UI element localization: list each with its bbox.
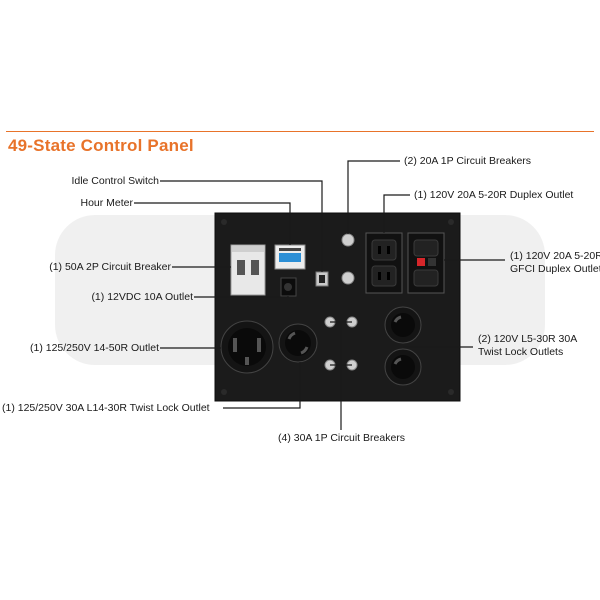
label-gfci-line2: GFCI Duplex Outlet (510, 263, 600, 275)
outlet-12vdc (280, 277, 297, 297)
outlet-14-50r (220, 320, 274, 374)
panel-screws (221, 219, 454, 395)
label-hour-meter: Hour Meter (80, 197, 133, 209)
breakers-20a (341, 233, 355, 285)
label-l5-30r-line1: (2) 120V L5-30R 30A (478, 333, 578, 345)
label-idle-control-switch: Idle Control Switch (71, 175, 159, 187)
label-breaker-50a-2p: (1) 50A 2P Circuit Breaker (49, 261, 171, 273)
outlets-l5-30r (384, 306, 422, 386)
gfci-duplex-outlet (407, 232, 445, 294)
label-outlet-12vdc: (1) 12VDC 10A Outlet (91, 291, 193, 303)
label-outlet-l14-30r: (1) 125/250V 30A L14-30R Twist Lock Outl… (2, 402, 210, 414)
breaker-50a-2p (230, 244, 266, 296)
label-gfci-line1: (1) 120V 20A 5-20R (510, 250, 600, 262)
hour-meter (274, 244, 306, 270)
title-rule (6, 131, 594, 132)
label-breakers-20a: (2) 20A 1P Circuit Breakers (404, 155, 532, 167)
label-breakers-30a: (4) 30A 1P Circuit Breakers (278, 432, 406, 444)
leader-lines (134, 160, 505, 430)
idle-control-switch (315, 271, 329, 287)
label-duplex-5-20r: (1) 120V 20A 5-20R Duplex Outlet (414, 189, 574, 201)
label-outlet-14-50r: (1) 125/250V 14-50R Outlet (30, 342, 159, 354)
outlet-l14-30r (278, 323, 318, 363)
page-title: 49-State Control Panel (8, 136, 194, 155)
duplex-5-20r-outlet (365, 232, 403, 294)
label-l5-30r-line2: Twist Lock Outlets (478, 346, 564, 358)
